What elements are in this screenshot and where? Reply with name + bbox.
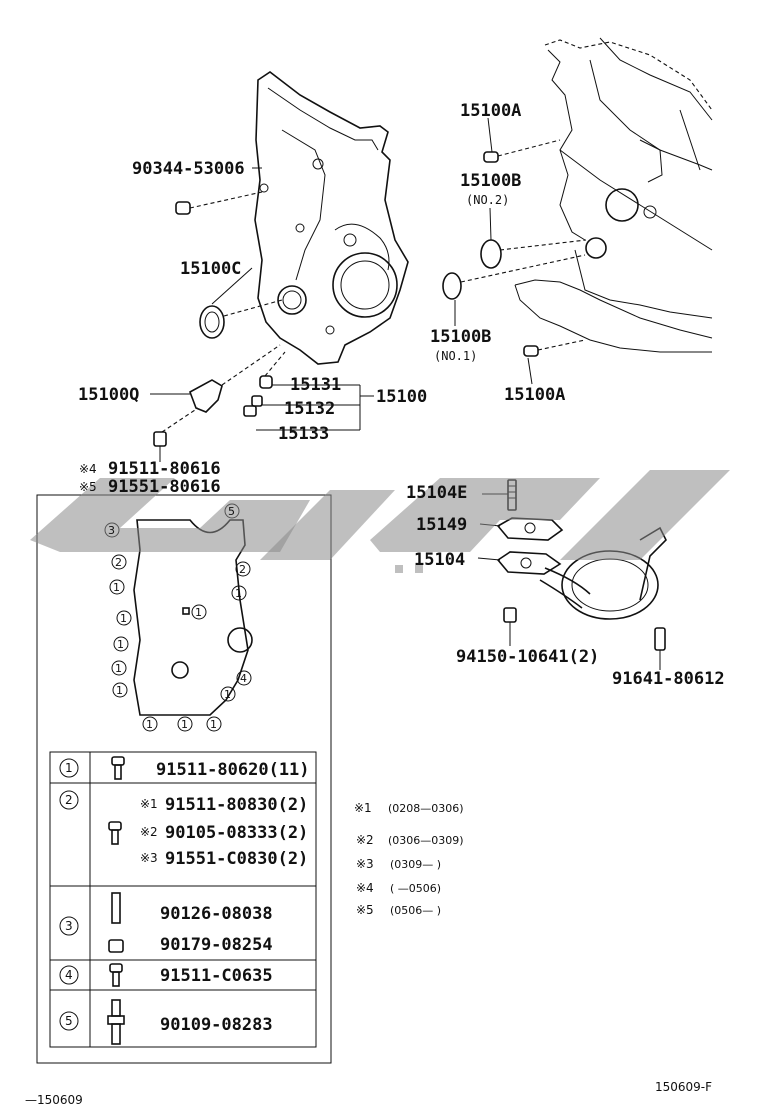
label-15100C: 15100C	[180, 259, 241, 279]
note-3-mark: ※3	[356, 857, 374, 871]
table-row-2-num: 2	[65, 793, 73, 807]
table-row-2-mark-3: ※3	[140, 851, 158, 865]
engine-block	[514, 37, 713, 353]
note-3-range: (0309— )	[390, 858, 441, 871]
table-row-2-part-1: 91511-80830(2)	[165, 795, 308, 815]
note-4-mark: ※4	[356, 881, 374, 895]
label-91511-80616: 91511-80616	[108, 459, 221, 479]
table-row-4-part: 91511-C0635	[160, 966, 273, 986]
note-4-range: ( —0506)	[390, 882, 441, 895]
callout-1: 1	[117, 638, 124, 651]
oil-strainer-group	[496, 479, 667, 670]
label-15100A-top: 15100A	[460, 101, 521, 121]
table-row-3-num: 3	[65, 919, 73, 933]
callout-1: 1	[116, 684, 123, 697]
note-2-mark: ※2	[356, 833, 374, 847]
table-row-5-part: 90109-08283	[160, 1015, 273, 1035]
table-row-2-mark-1: ※1	[140, 797, 158, 811]
callout-5: 5	[228, 505, 235, 518]
oring-15100B-no1	[442, 254, 586, 300]
callout-2: 2	[239, 563, 246, 576]
table-row-3-part-1: 90126-08038	[160, 904, 273, 924]
table-row-2-part-2: 90105-08333(2)	[165, 823, 308, 843]
bolt-table	[49, 751, 317, 1048]
callout-1: 1	[146, 718, 153, 731]
callout-4: 4	[240, 672, 247, 685]
plug-90344	[175, 191, 263, 215]
label-91551-80616: 91551-80616	[108, 477, 221, 497]
callout-1: 1	[181, 718, 188, 731]
oil-seal-15100C	[199, 299, 283, 339]
callout-1: 1	[120, 612, 127, 625]
table-row-2-part-3: 91551-C0830(2)	[165, 849, 308, 869]
table-row-4-num: 4	[65, 968, 73, 982]
label-15100A-bottom: 15100A	[504, 385, 565, 405]
timing-cover	[254, 71, 409, 365]
note-1-mark: ※1	[354, 801, 372, 815]
table-row-2-mark-2: ※2	[140, 825, 158, 839]
note-mark-5: ※5	[79, 480, 97, 494]
label-15100Q: 15100Q	[78, 385, 139, 405]
note-5-range: (0506— )	[390, 904, 441, 917]
footer-right-code: 150609-F	[655, 1080, 712, 1094]
relief-valve-parts	[243, 351, 286, 417]
watermark-logo	[30, 470, 730, 573]
callout-2: 2	[115, 556, 122, 569]
table-row-1-num: 1	[65, 761, 73, 775]
oring-15100B-no2	[480, 239, 587, 269]
label-15100B-no2: 15100B	[460, 171, 521, 191]
footer-left-code: —150609	[25, 1093, 83, 1107]
label-91641-80612: 91641-80612	[612, 669, 725, 689]
label-no1: (NO.1)	[434, 349, 477, 363]
label-15131: 15131	[290, 375, 341, 395]
callout-1: 1	[115, 662, 122, 675]
label-15100B-no1: 15100B	[430, 327, 491, 347]
callout-1: 1	[224, 688, 231, 701]
label-no2: (NO.2)	[466, 193, 509, 207]
dowel-15100A-bottom	[523, 339, 586, 357]
callout-1: 1	[235, 587, 242, 600]
label-15133: 15133	[278, 424, 329, 444]
note-mark-4: ※4	[79, 462, 97, 476]
note-1-range: (0208—0306)	[388, 802, 464, 815]
table-row-3-part-2: 90179-08254	[160, 935, 273, 955]
label-15104: 15104	[414, 550, 465, 570]
callout-3: 3	[108, 524, 115, 537]
callout-1: 1	[195, 606, 202, 619]
dowel-15100A-top	[483, 139, 561, 163]
label-15100: 15100	[376, 387, 427, 407]
callout-1: 1	[210, 718, 217, 731]
note-2-range: (0306—0309)	[388, 834, 464, 847]
label-90344-53006: 90344-53006	[132, 159, 245, 179]
note-5-mark: ※5	[356, 903, 374, 917]
callout-1: 1	[113, 581, 120, 594]
table-row-5-num: 5	[65, 1014, 73, 1028]
label-15149: 15149	[416, 515, 467, 535]
label-15104E: 15104E	[406, 483, 467, 503]
label-94150-10641: 94150-10641(2)	[456, 647, 599, 667]
table-row-1-part: 91511-80620(11)	[156, 760, 310, 780]
label-15132: 15132	[284, 399, 335, 419]
